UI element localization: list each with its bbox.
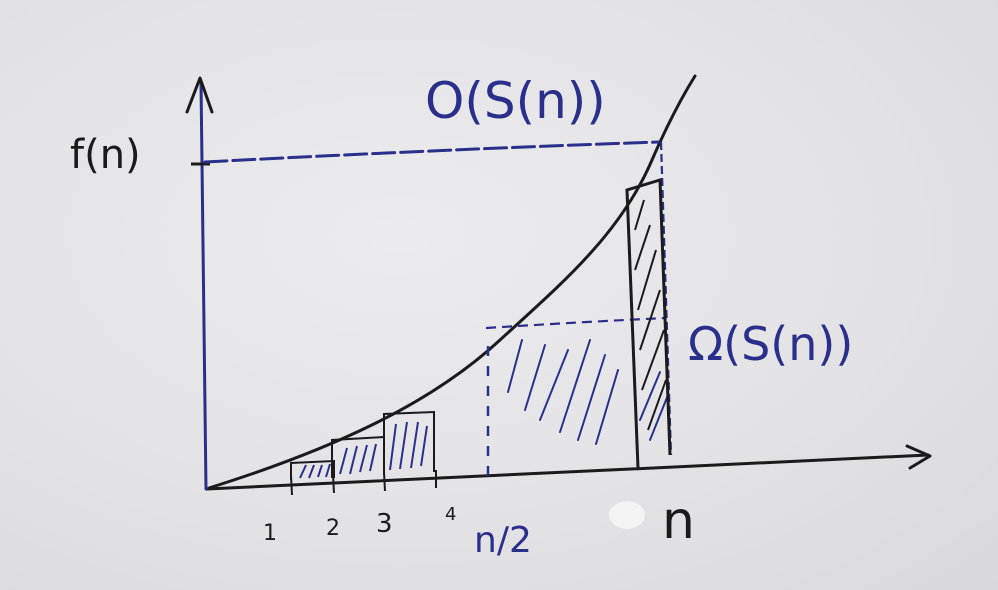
y-axis-label: f(n)	[70, 132, 141, 178]
f-curve	[207, 74, 697, 490]
y-axis-arrowhead	[185, 76, 214, 114]
x-tick-label-2: 2	[326, 516, 340, 541]
y-axis	[199, 80, 208, 491]
rectangle-hatching	[299, 421, 428, 479]
last-rectangle	[625, 177, 672, 469]
upper-bound-line	[203, 140, 660, 164]
lower-bound-line	[485, 316, 667, 330]
x-tick-label-4: 4	[445, 504, 456, 525]
x-axis-arrowhead	[905, 444, 932, 470]
x-tick-label-1: 1	[263, 521, 277, 546]
x-axis	[205, 453, 930, 491]
omega-region-hatching	[507, 339, 669, 445]
big-omega-label: Ω(S(n))	[688, 317, 853, 371]
riemann-rectangles	[290, 410, 435, 480]
eraser-smudge	[609, 501, 645, 529]
x-tick-label-half-n: n/2	[474, 520, 532, 561]
big-o-label: O(S(n))	[425, 72, 606, 130]
rectangle-1	[290, 459, 335, 480]
x-tick-label-3: 3	[376, 509, 393, 539]
upper-bound-right-edge	[659, 141, 673, 456]
x-tick-label-n: n	[662, 491, 695, 551]
rectangle-3	[383, 410, 435, 475]
last-rectangle-hatching	[634, 199, 667, 431]
x-axis-ticks	[290, 470, 437, 496]
